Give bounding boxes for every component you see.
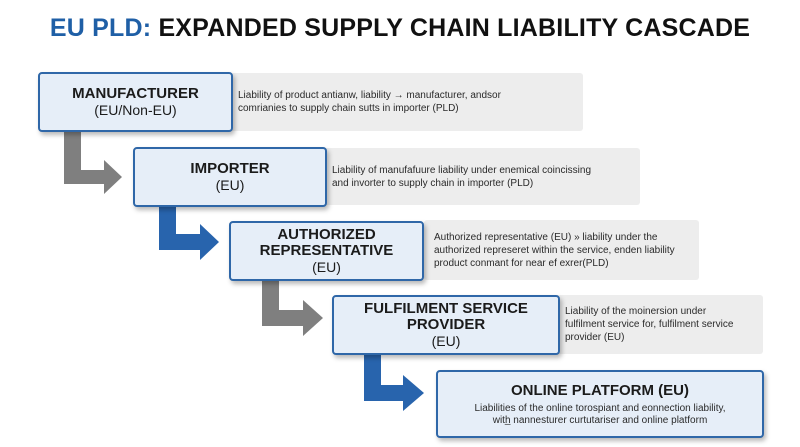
diagram-title: EU PLD: EXPANDED SUPPLY CHAIN LIABILITY … [0, 14, 800, 43]
desc-line: Liability of the moinersion under [565, 306, 707, 317]
importer-description: Liability of manufafuure liability under… [322, 148, 640, 205]
step-sub: (EU/Non-EU) [94, 101, 177, 118]
importer-card: IMPORTER (EU) [133, 147, 327, 207]
manufacturer-card: MANUFACTURER (EU/Non-EU) [38, 72, 233, 132]
authorized-representative-card: AUTHORIZED REPRESENTATIVE (EU) [229, 221, 424, 281]
desc-line: product conmant for near ef exrer(PLD) [434, 257, 609, 269]
desc-line: and invorter to supply chain in importer… [332, 177, 534, 189]
desc-line: Liabilities of the online torospiant and… [474, 402, 726, 414]
title-main: EXPANDED SUPPLY CHAIN LIABILITY CASCADE [158, 14, 751, 42]
step-name: PROVIDER [406, 315, 486, 333]
desc-line: comrianies to supply chain sutts in impo… [238, 103, 459, 114]
manufacturer-description: Liability of product antianw, liability … [228, 73, 583, 131]
authorized-representative-description: Authorized representative (EU) » liabili… [424, 220, 699, 280]
step-name: FULFILMENT SERVICE [364, 299, 528, 317]
step-name: ONLINE PLATFORM (EU) [510, 381, 690, 399]
bent-arrow-icon [64, 131, 122, 194]
step-name: MANUFACTURER [72, 84, 199, 102]
desc-line: Liability of manufafuure liability under… [332, 164, 592, 176]
fulfilment-service-provider-description: Liability of the moinersion under fulfil… [555, 295, 763, 354]
desc-line: Authorized representative (EU) » liabili… [434, 231, 658, 243]
step-sub: (EU) [431, 332, 461, 349]
desc-line: with̲ nannesturer curtutariser and onlin… [492, 414, 708, 426]
online-platform-description: Liabilities of the online torospiant and… [474, 403, 725, 427]
fulfilment-service-provider-card: FULFILMENT SERVICE PROVIDER (EU) [332, 295, 560, 355]
desc-line: Liability of product antianw, liability … [238, 90, 501, 101]
bent-arrow-icon [262, 281, 323, 336]
online-platform-card: ONLINE PLATFORM (EU) Liabilities of the … [436, 370, 764, 438]
title-prefix: EU PLD: [49, 14, 152, 42]
bent-arrow-icon [364, 355, 424, 411]
step-sub: (EU) [312, 258, 341, 275]
bent-arrow-icon [159, 206, 219, 260]
step-name: REPRESENTATIVE [259, 241, 394, 259]
desc-line: provider (EU) [565, 332, 625, 343]
desc-line: fulfilment service for, fulfilment servi… [565, 319, 734, 330]
step-sub: (EU) [215, 176, 245, 193]
desc-line: authorized represeret within the service… [434, 244, 675, 256]
step-name: AUTHORIZED [277, 225, 376, 243]
step-name: IMPORTER [190, 159, 270, 177]
